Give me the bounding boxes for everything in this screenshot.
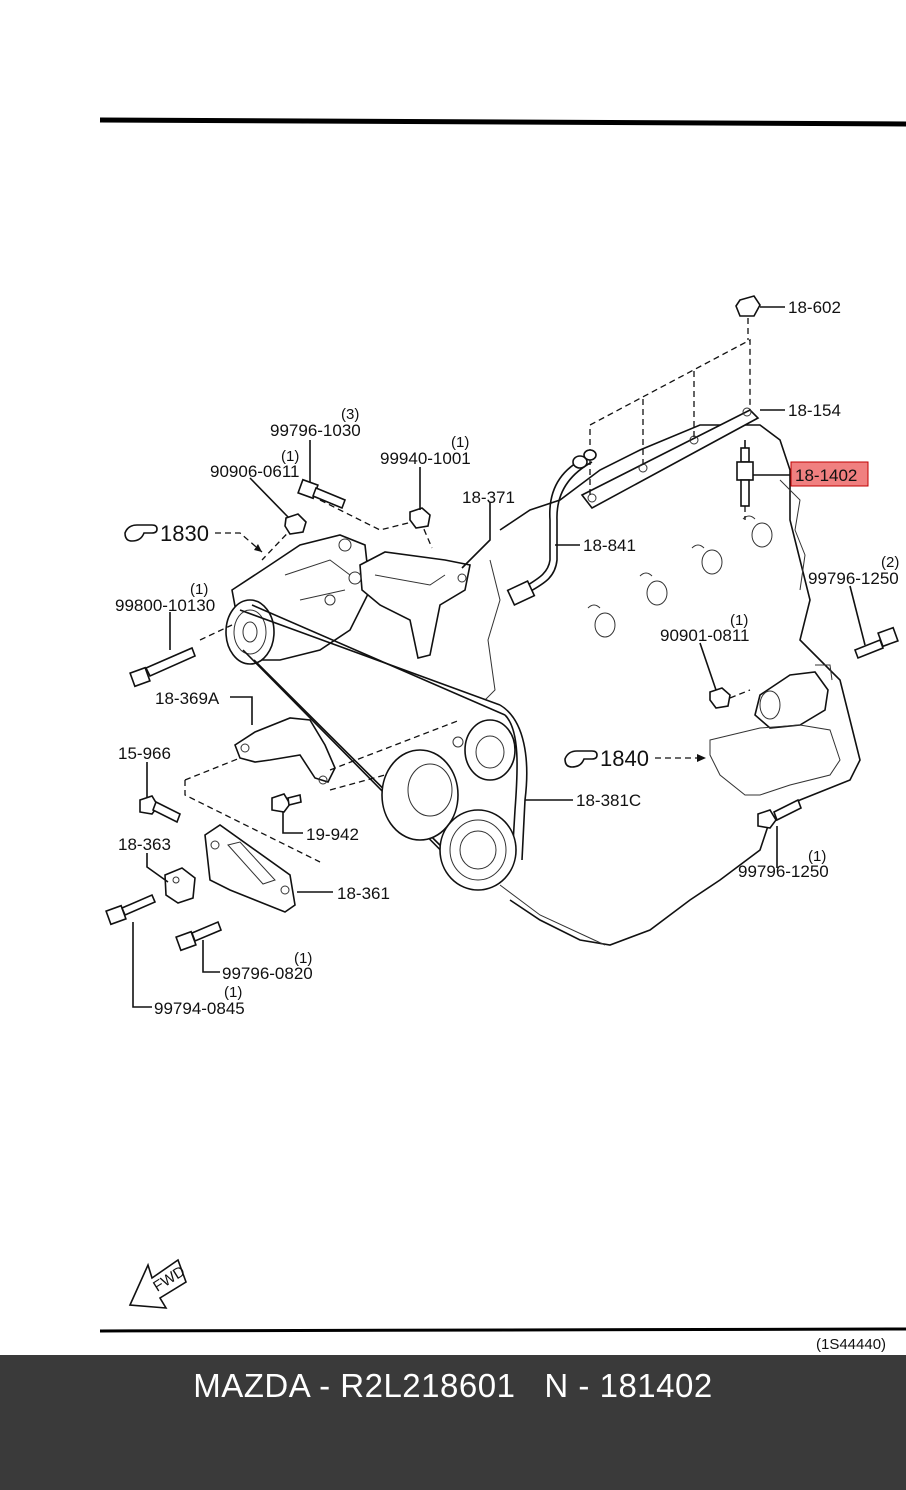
- label-99796-0820: 99796-0820: [222, 964, 313, 983]
- bracket-18-371: [348, 551, 471, 659]
- ref-pointer-1830: [124, 524, 263, 553]
- fwd-label: FWD: [150, 1263, 188, 1296]
- label-18-602: 18-602: [788, 298, 841, 317]
- nut-90906-0611: [284, 513, 307, 535]
- bracket-18-369A: [234, 717, 336, 785]
- label-18-1402: 18-1402: [795, 466, 857, 485]
- engine-block: [484, 424, 861, 946]
- qty-99796-1250-upper: (2): [881, 554, 899, 571]
- qty-90906-0611: (1): [281, 448, 299, 465]
- label-99796-1250-upper: 99796-1250: [808, 569, 899, 588]
- qty-99940-1001: (1): [451, 434, 469, 451]
- drive-belt-18-381C: [239, 604, 528, 886]
- label-18-369A: 18-369A: [155, 689, 220, 708]
- leader-lines: [132, 306, 866, 1008]
- label-19-942: 19-942: [306, 825, 359, 844]
- nut-90901-0811: [709, 687, 731, 709]
- bolt-15-966: [139, 795, 182, 824]
- fwd-arrow-icon: FWD: [128, 1258, 188, 1309]
- starter-motor: [709, 664, 841, 796]
- qty-99796-0820: (1): [294, 950, 312, 967]
- label-18-361: 18-361: [337, 884, 390, 903]
- qty-99796-1250-lower: (1): [808, 848, 826, 865]
- label-18-381C: 18-381C: [576, 791, 641, 810]
- qty-99794-0845: (1): [224, 984, 242, 1001]
- label-18-841: 18-841: [583, 536, 636, 555]
- glow-plug-wire-18-841: [506, 449, 597, 606]
- bolt-99796-1030: [297, 478, 347, 510]
- parts-diagram: FWD 18-602 18-154 18-1402 18-371 18-841 …: [99, 117, 906, 1353]
- label-90906-0611: 90906-0611: [210, 462, 300, 481]
- glow-plug-18-1402: [736, 440, 754, 520]
- nut-99940-1001: [409, 507, 431, 529]
- bolt-99796-1250-lower: [757, 798, 803, 829]
- label-99796-1030: 99796-1030: [270, 421, 361, 440]
- bolt-19-942: [271, 793, 302, 813]
- bracket-18-361: [204, 824, 296, 913]
- label-15-966: 15-966: [118, 744, 171, 763]
- ref-label-1840: 1840: [600, 746, 649, 771]
- bolt-99796-0820: [175, 920, 223, 952]
- power-steering-pump: [225, 534, 371, 665]
- label-99940-1001: 99940-1001: [380, 449, 471, 468]
- nut-18-602: [735, 295, 761, 340]
- crank-pulleys: [381, 719, 517, 891]
- label-18-154: 18-154: [788, 401, 841, 420]
- top-frame-rule: [99, 117, 906, 127]
- bolt-99796-1250-upper: [853, 626, 899, 660]
- oil-pan-outline: [499, 884, 606, 946]
- label-99794-0845: 99794-0845: [154, 999, 245, 1018]
- label-99796-1250-lower: 99796-1250: [738, 862, 829, 881]
- qty-99796-1030: (3): [341, 406, 359, 423]
- bolt-99794-0845: [105, 893, 157, 926]
- diagram-id: (1S44440): [816, 1336, 886, 1353]
- bolt-99800-10130: [129, 646, 197, 688]
- highlight-box: [790, 461, 869, 487]
- glow-plug-connector-plate: [580, 338, 760, 510]
- label-18-371: 18-371: [462, 488, 515, 507]
- part-number-caption: MAZDA - R2L218601 N - 181402: [193, 1367, 713, 1404]
- label-99800-10130: 99800-10130: [115, 596, 215, 615]
- label-18-363: 18-363: [118, 835, 171, 854]
- ref-label-1830: 1830: [160, 521, 209, 546]
- bottom-frame-rule: [99, 1327, 906, 1333]
- qty-99800-10130: (1): [190, 581, 208, 598]
- label-90901-0811: 90901-0811: [660, 626, 750, 645]
- ref-pointer-1840: [564, 750, 706, 768]
- spacer-18-363: [164, 867, 196, 904]
- qty-90901-0811: (1): [730, 612, 748, 629]
- footer-bar: MAZDA - R2L218601 N - 181402: [0, 1355, 906, 1490]
